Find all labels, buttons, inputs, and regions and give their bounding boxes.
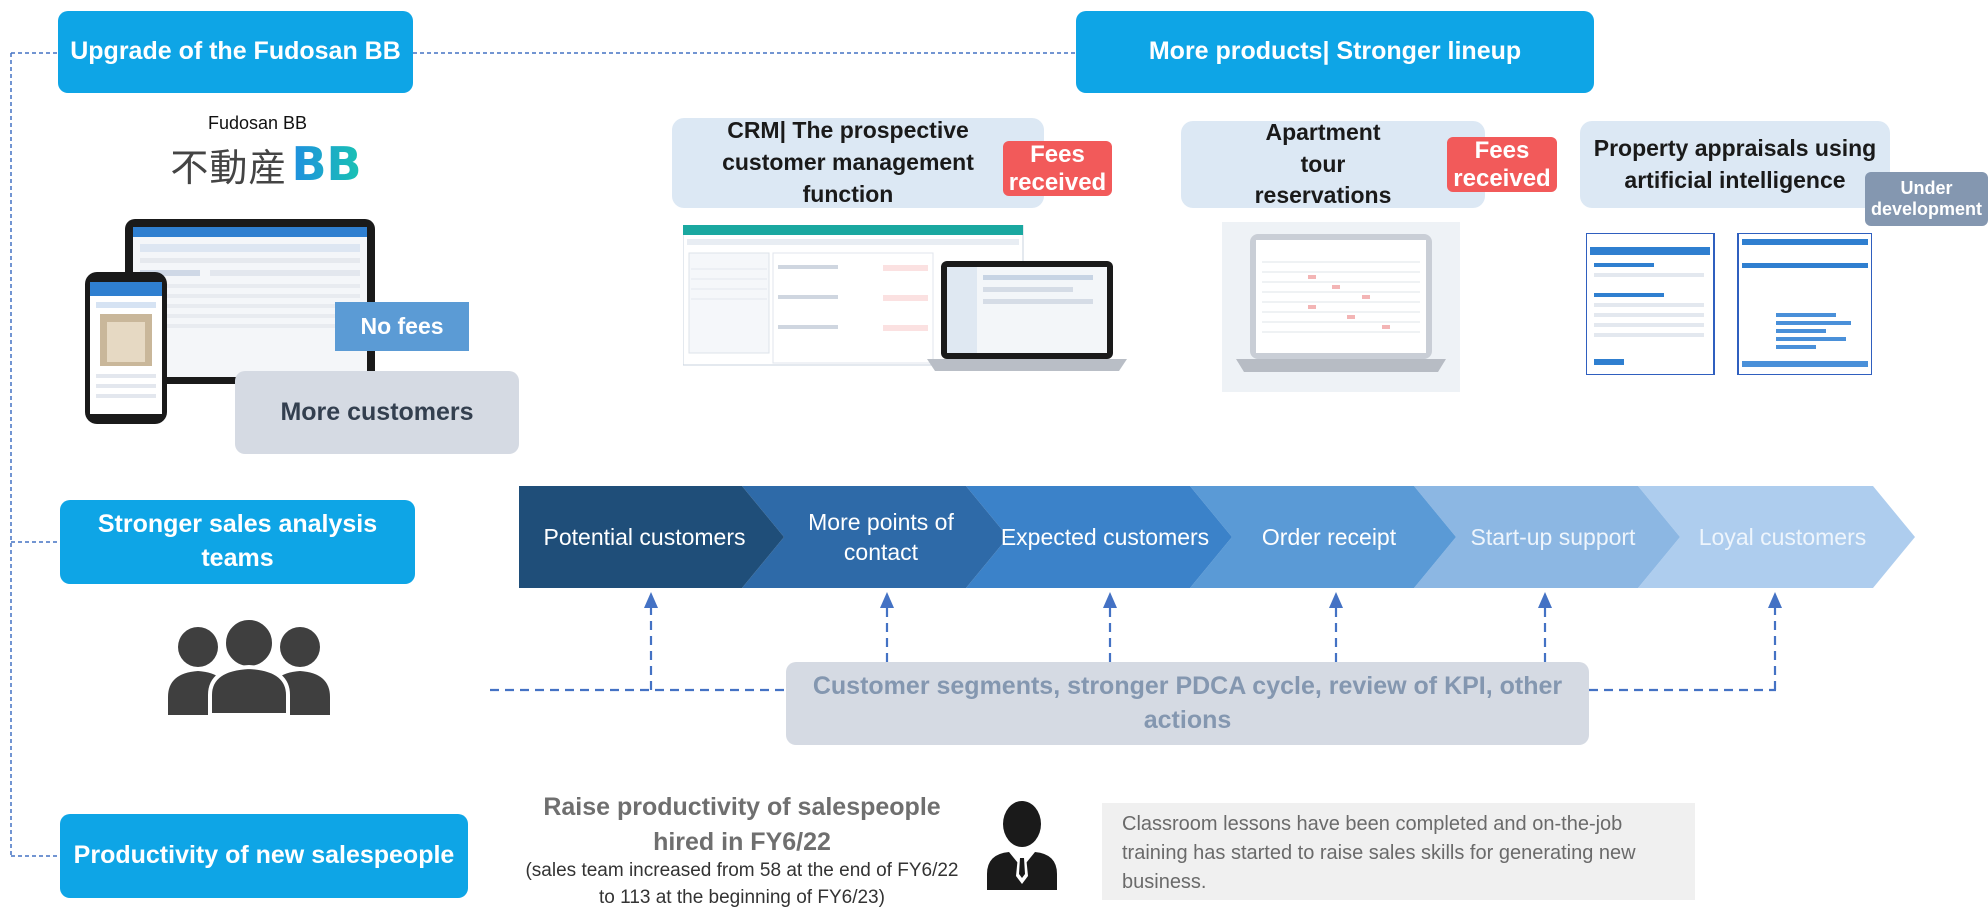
cycle-actions-label: Customer segments, stronger PDCA cycle, …: [812, 671, 1563, 734]
crm-label: CRM| The prospective customer management…: [722, 117, 974, 207]
classroom-lessons-box: Classroom lessons have been completed an…: [1102, 803, 1695, 900]
feedback-arrow-head: [1768, 592, 1782, 608]
funnel-stage-label: Order receipt: [1261, 523, 1397, 550]
apartment-tour-laptop-illustration: [1222, 222, 1460, 392]
funnel-stage-shape: [1414, 486, 1680, 588]
apartment-tour-label: Apartment tour reservations: [1254, 118, 1392, 209]
funnel-stage-label: Start-up support: [1470, 523, 1636, 550]
cycle-actions-box: Customer segments, stronger PDCA cycle, …: [786, 662, 1589, 745]
funnel-stage-label: Expected customers: [1000, 523, 1210, 550]
funnel-stage-shape: [966, 486, 1232, 588]
apartment-tour-fees-badge: Fees received: [1447, 137, 1557, 192]
feedback-arrow-head: [880, 592, 894, 608]
feedback-arrow-head: [1538, 592, 1552, 608]
fudosan-bb-logo: 不動産 BB: [166, 136, 366, 192]
brand-caption: Fudosan BB: [207, 113, 308, 133]
salesperson-icon: [987, 801, 1057, 890]
logo-bb-text: BB: [291, 137, 362, 191]
more-products-box: More products| Stronger lineup: [1076, 11, 1594, 93]
upgrade-fudosan-bb-box: Upgrade of the Fudosan BB: [58, 11, 413, 93]
funnel-stage-label: More points of contact: [808, 508, 954, 565]
feedback-arrow-head: [1103, 592, 1117, 608]
more-products-label: More products| Stronger lineup: [1148, 37, 1522, 66]
under-development-label: Under development: [1870, 178, 1983, 219]
funnel-stage-shape: [1190, 486, 1456, 588]
feedback-arrow-head: [1329, 592, 1343, 608]
stronger-sales-analysis-box: Stronger sales analysis teams: [60, 500, 415, 584]
crm-box: CRM| The prospective customer management…: [672, 117, 1044, 208]
funnel-stage-shape: [1638, 486, 1915, 588]
funnel-stage-shape: [519, 486, 784, 588]
no-fees-label: No fees: [360, 313, 444, 339]
feedback-arrow-head: [644, 592, 658, 608]
stronger-sales-analysis-label: Stronger sales analysis teams: [97, 510, 378, 572]
upgrade-fudosan-bb-label: Upgrade of the Fudosan BB: [70, 37, 401, 66]
raise-productivity-note: (sales team increased from 58 at the end…: [525, 860, 959, 908]
more-customers-label: More customers: [280, 398, 474, 426]
group-people-icon: [168, 617, 330, 715]
raise-productivity-title: Raise productivity of salespeople hired …: [543, 793, 941, 856]
ai-appraisal-screenshots: [1586, 233, 1872, 375]
funnel-stage-label: Potential customers: [543, 523, 746, 550]
classroom-lessons-text: Classroom lessons have been completed an…: [1122, 813, 1636, 893]
logo-jp-text: 不動産: [170, 145, 288, 190]
crm-fees-badge: Fees received: [1003, 141, 1112, 196]
funnel-stage-shape: [742, 486, 1008, 588]
more-customers-box: More customers: [235, 371, 519, 454]
ai-appraisal-label: Property appraisals using artificial int…: [1593, 134, 1877, 193]
ai-appraisal-box: Property appraisals using artificial int…: [1580, 121, 1890, 208]
no-fees-badge: No fees: [335, 302, 469, 351]
productivity-new-salespeople-box: Productivity of new salespeople: [60, 814, 468, 898]
under-development-badge: Under development: [1865, 172, 1988, 226]
funnel-stage-label: Loyal customers: [1698, 523, 1867, 550]
fudosan-bb-devices-illustration: [85, 219, 375, 424]
crm-fees-label: Fees received: [1008, 140, 1107, 196]
productivity-new-salespeople-label: Productivity of new salespeople: [73, 841, 455, 870]
apartment-tour-fees-label: Fees received: [1453, 136, 1551, 192]
apartment-tour-box: Apartment tour reservations: [1181, 119, 1485, 208]
crm-screenshot-illustration: [683, 225, 1127, 371]
